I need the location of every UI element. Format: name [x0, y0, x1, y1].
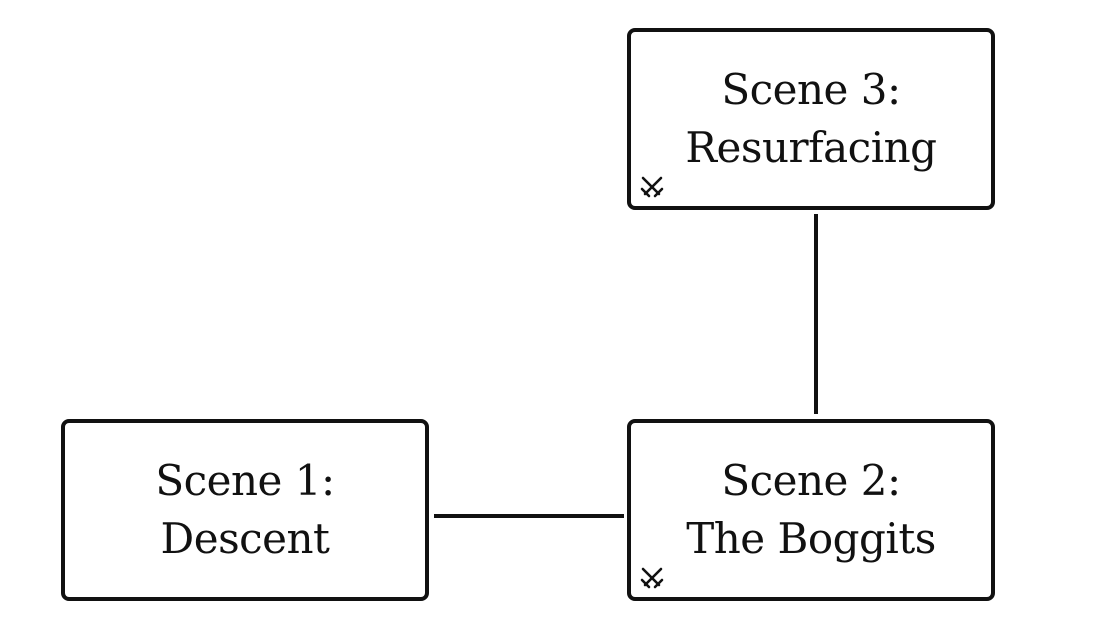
scene-node-descent[interactable]: Scene 1: Descent: [61, 419, 429, 601]
scene-node-resurfacing[interactable]: Scene 3: Resurfacing: [627, 28, 995, 210]
scene-node-the-boggits[interactable]: Scene 2: The Boggits: [627, 419, 995, 601]
crossed-swords-icon: [640, 567, 664, 589]
connector-scene2-scene3: [814, 214, 818, 414]
crossed-swords-icon: [640, 176, 664, 198]
scene-number-label: Scene 3:: [721, 65, 901, 114]
scene-number-label: Scene 1:: [155, 456, 335, 505]
scene-title-label: The Boggits: [686, 514, 936, 563]
scene-title-label: Resurfacing: [685, 123, 937, 172]
scene-title-label: Descent: [160, 514, 330, 563]
connector-scene1-scene2: [434, 514, 624, 518]
scene-number-label: Scene 2:: [721, 456, 901, 505]
